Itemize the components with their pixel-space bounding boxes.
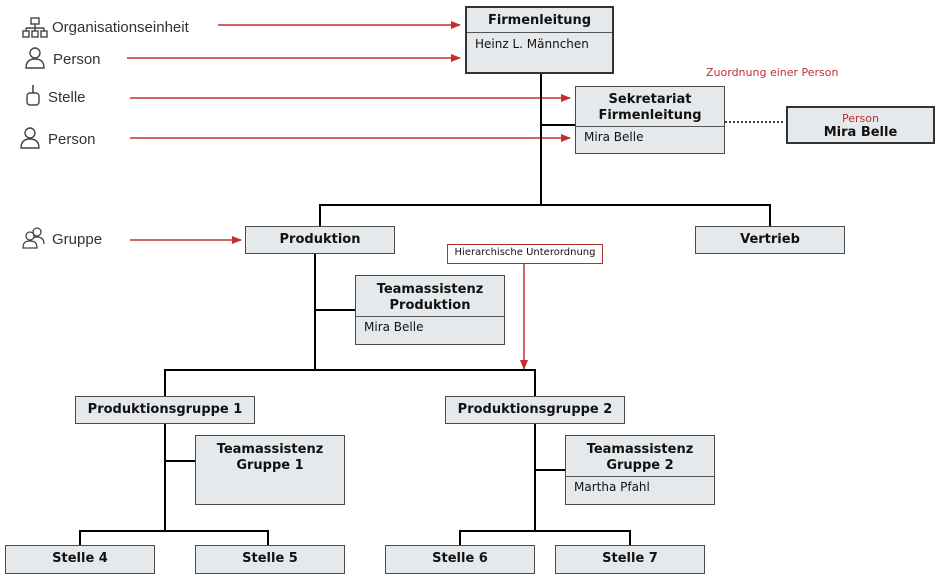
node-vertrieb[interactable]: Vertrieb [695, 226, 845, 254]
node-person: Mira Belle [584, 130, 644, 144]
legend-org-unit-label: Organisationseinheit [52, 19, 189, 36]
node-stelle-7[interactable]: Stelle 7 [555, 545, 705, 574]
node-title-line2: Produktion [389, 298, 471, 313]
node-title-line1: Teamassistenz [216, 442, 324, 457]
node-divider [566, 476, 714, 477]
node-divider [576, 126, 724, 127]
node-sekretariat[interactable]: Sekretariat Firmenleitung Mira Belle [575, 86, 725, 154]
annotation-person-assignment: Zuordnung einer Person [706, 66, 839, 79]
node-title: Stelle 6 [432, 551, 488, 566]
person-icon [25, 47, 45, 69]
person-icon [20, 127, 40, 149]
node-person: Heinz L. Männchen [475, 37, 589, 51]
legend-person-label-2: Person [48, 131, 96, 148]
node-ta-produktion[interactable]: Teamassistenz Produktion Mira Belle [355, 275, 505, 345]
node-title: Stelle 7 [602, 551, 658, 566]
node-produktionsgruppe-2[interactable]: Produktionsgruppe 2 [445, 396, 625, 424]
group-icon [22, 227, 45, 249]
person-card-mira-belle[interactable]: Person Mira Belle [786, 106, 935, 144]
node-title: Stelle 5 [242, 551, 298, 566]
node-title: Firmenleitung [487, 13, 592, 28]
legend-group-label: Gruppe [52, 231, 103, 248]
person-card-label: Person [842, 112, 879, 125]
node-divider [467, 32, 612, 33]
node-stelle-6[interactable]: Stelle 6 [385, 545, 535, 574]
node-title: Produktion [279, 232, 361, 247]
node-produktion[interactable]: Produktion [245, 226, 395, 254]
node-title-line2: Gruppe 1 [236, 458, 304, 473]
node-ta-gruppe-2[interactable]: Teamassistenz Gruppe 2 Martha Pfahl [565, 435, 715, 505]
node-title-line1: Teamassistenz [586, 442, 694, 457]
node-title-line1: Teamassistenz [376, 282, 484, 297]
legend-person-label: Person [53, 51, 101, 68]
node-title: Stelle 4 [52, 551, 108, 566]
node-firmenleitung[interactable]: Firmenleitung Heinz L. Männchen [465, 6, 614, 74]
org-chart-icon [22, 17, 48, 38]
node-ta-gruppe-1[interactable]: Teamassistenz Gruppe 1 [195, 435, 345, 505]
node-person: Mira Belle [364, 320, 424, 334]
legend-position-label: Stelle [48, 89, 86, 106]
node-title: Produktionsgruppe 1 [87, 402, 243, 417]
node-divider [356, 316, 504, 317]
node-stelle-4[interactable]: Stelle 4 [5, 545, 155, 574]
node-produktionsgruppe-1[interactable]: Produktionsgruppe 1 [75, 396, 255, 424]
node-title-line2: Firmenleitung [598, 108, 702, 123]
person-card-name: Mira Belle [823, 125, 898, 140]
position-icon [26, 85, 40, 106]
node-title: Produktionsgruppe 2 [457, 402, 613, 417]
annotation-hierarchy: Hierarchische Unterordnung [447, 244, 603, 264]
node-title-line1: Sekretariat [608, 92, 692, 107]
node-person: Martha Pfahl [574, 480, 650, 494]
node-stelle-5[interactable]: Stelle 5 [195, 545, 345, 574]
node-title-line2: Gruppe 2 [606, 458, 674, 473]
node-title: Vertrieb [740, 232, 800, 247]
